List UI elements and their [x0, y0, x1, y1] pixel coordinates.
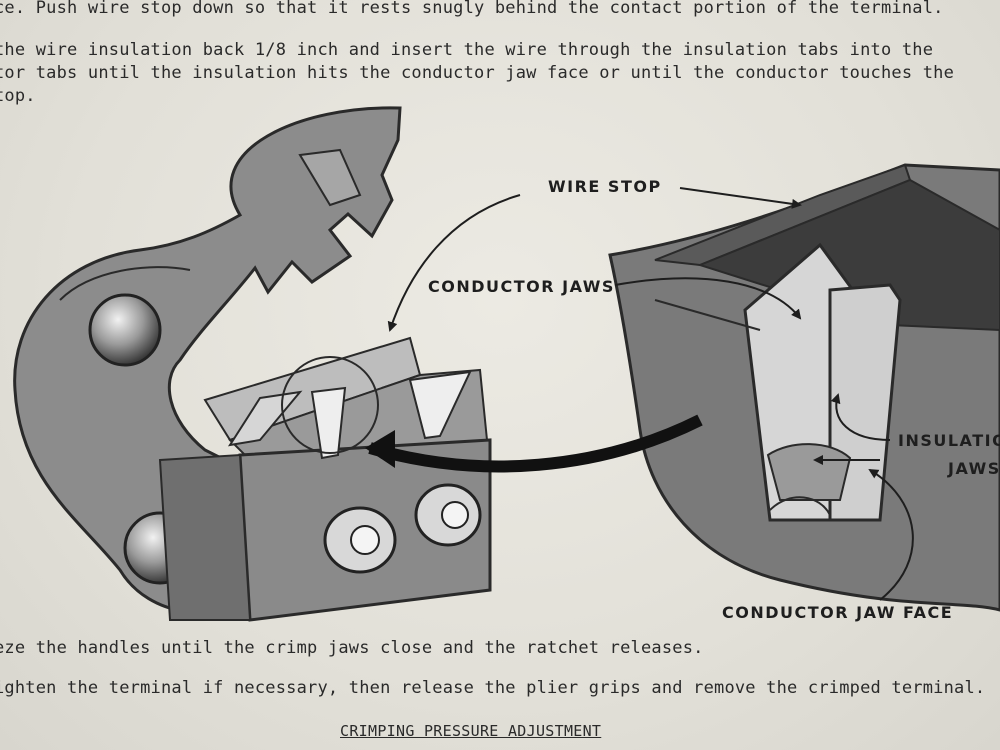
- instruction-text-line: ce. Push wire stop down so that it rests…: [0, 0, 944, 18]
- enlarged-jaw-detail: [608, 163, 1000, 612]
- detail-link-arrow-head: [365, 430, 395, 468]
- detail-link-arrow: [368, 414, 703, 473]
- pivot-screw-icon: [88, 293, 162, 367]
- leader-line: [830, 393, 891, 441]
- wire-stop-label: WIRE STOP: [548, 177, 662, 196]
- leader-line: [387, 194, 521, 332]
- crimp-die-block: [158, 336, 492, 622]
- conductor-jaws-label: CONDUCTOR JAWS: [428, 277, 615, 296]
- insulation-jaws-label-line2: JAWS: [947, 459, 1000, 478]
- conductor-jaw-face-label: CONDUCTOR JAW FACE: [722, 603, 953, 622]
- instruction-text-line: top.: [0, 86, 36, 106]
- instruction-text-line: ighten the terminal if necessary, then r…: [0, 678, 986, 698]
- leader-line: [679, 187, 802, 209]
- leader-line: [614, 277, 802, 320]
- insulation-jaws-label: INSULATIO: [898, 431, 1000, 450]
- instruction-text-line: tor tabs until the insulation hits the c…: [0, 63, 955, 83]
- leader-line: [868, 468, 914, 601]
- instruction-text-line: eze the handles until the crimp jaws clo…: [0, 638, 704, 658]
- section-heading: CRIMPING PRESSURE ADJUSTMENT: [340, 722, 602, 740]
- instruction-text-line: the wire insulation back 1/8 inch and in…: [0, 40, 934, 60]
